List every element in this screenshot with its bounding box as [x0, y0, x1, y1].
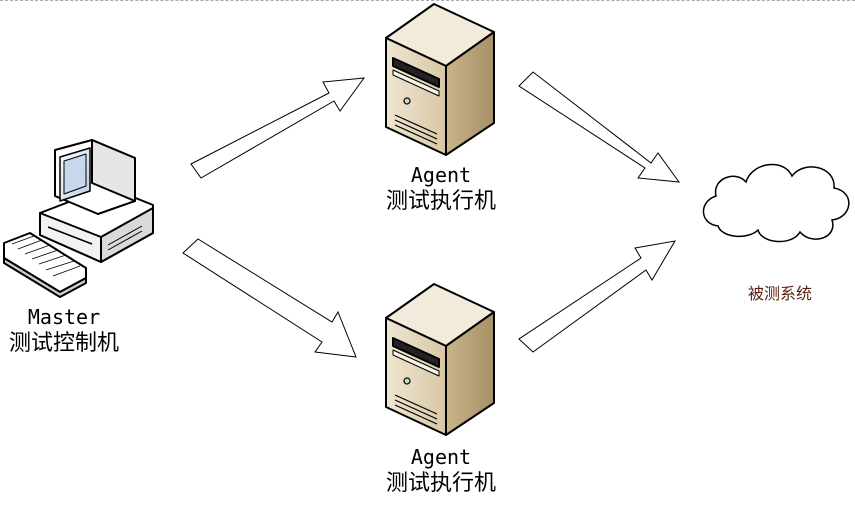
arrow-master-to-agent-top — [190, 77, 366, 179]
agent-bottom-desc: 测试执行机 — [385, 471, 496, 496]
tower-server-icon — [385, 3, 495, 156]
arrow-agent-bottom-to-target — [518, 240, 676, 353]
target-system-label: 被测系统 — [747, 284, 812, 303]
top-border — [0, 0, 855, 1]
master-label: Master 测试控制机 — [0, 305, 128, 358]
cloud-icon — [702, 163, 850, 243]
agent-top-name: Agent — [410, 163, 472, 187]
master-desc: 测试控制机 — [8, 331, 119, 356]
agent-top-label: Agent 测试执行机 — [366, 163, 516, 216]
agent-bottom-name: Agent — [410, 445, 472, 469]
master-name: Master — [27, 305, 101, 329]
agent-top-desc: 测试执行机 — [385, 189, 496, 214]
agent-bottom-label: Agent 测试执行机 — [366, 445, 516, 498]
arrow-agent-top-to-target — [518, 71, 681, 183]
tower-server-icon — [385, 283, 495, 436]
arrow-master-to-agent-bottom — [182, 238, 357, 358]
desktop-computer-icon — [3, 139, 154, 298]
